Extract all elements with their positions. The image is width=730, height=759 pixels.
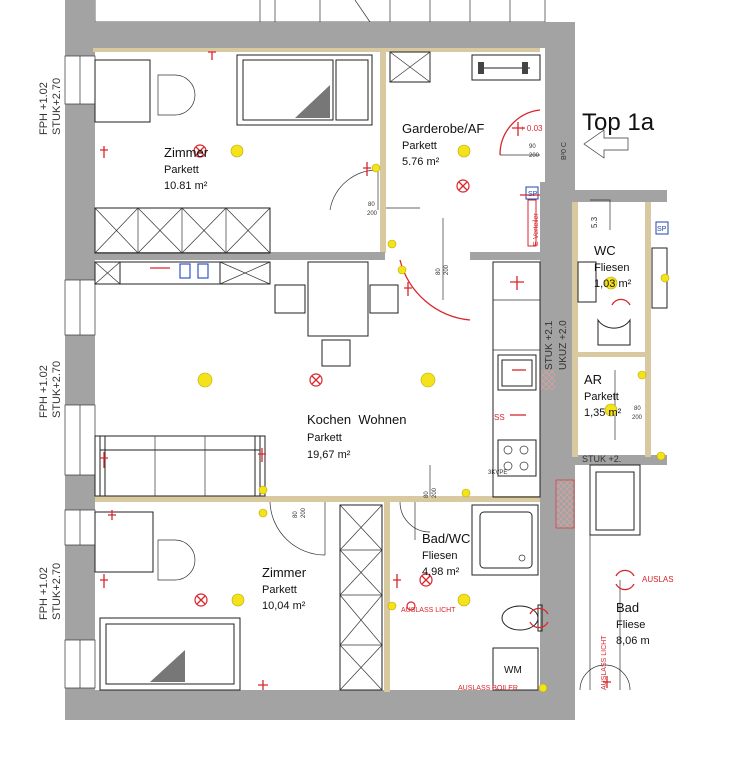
cont-label: 5.3	[590, 216, 599, 228]
svg-text:5.76 m²: 5.76 m²	[402, 156, 440, 168]
svg-text:4,98 m²: 4,98 m²	[422, 566, 460, 578]
level-stuk-2: STUK+2.70	[51, 361, 63, 418]
door-size-1: 90	[529, 144, 536, 150]
svg-text:Zimmer: Zimmer	[262, 565, 307, 580]
svg-text:10.81 m²: 10.81 m²	[164, 180, 208, 192]
annotations: + 0.03 90 200 B²0 C 80 200 80 200 80 200…	[293, 124, 674, 692]
svg-text:Kochen Wohnen: Kochen Wohnen	[307, 412, 407, 427]
electrical-outlets	[100, 51, 635, 690]
level-stuk-1: STUK+2.70	[51, 78, 63, 135]
svg-text:Parkett: Parkett	[262, 584, 297, 596]
svg-text:Parkett: Parkett	[402, 140, 437, 152]
level-stuk-lower: STUK +2.	[582, 454, 621, 464]
svg-text:19,67 m²: 19,67 m²	[307, 449, 351, 461]
bax-label: B²0 C	[561, 142, 568, 160]
svg-text:Zimmer: Zimmer	[164, 145, 209, 160]
door-size-5b: 200	[432, 487, 438, 498]
auslass-boiler: AUSLASS BOILER	[458, 685, 518, 692]
auslass-right: AUSLAS	[642, 575, 674, 584]
level-fph-1: FPH +1.02	[38, 82, 50, 135]
room-bad2: Bad Fliese 8,06 m	[616, 600, 650, 647]
door-size-2b: 200	[367, 211, 378, 217]
svg-text:Parkett: Parkett	[164, 164, 199, 176]
door-size-3: 80	[436, 268, 442, 275]
room-badwc: Bad/WC Fliesen 4,98 m²	[422, 531, 470, 578]
door-size-6: 80	[634, 406, 641, 412]
room-kochen: Kochen Wohnen Parkett 19,67 m²	[307, 412, 407, 461]
level-fph-3: FPH +1.02	[38, 567, 50, 620]
door-size-4b: 200	[301, 507, 307, 518]
svg-text:8,06 m: 8,06 m	[616, 635, 650, 647]
svg-text:Bad: Bad	[616, 600, 639, 615]
unit-label: Top 1a	[582, 109, 655, 136]
wm-label: WM	[504, 665, 522, 676]
sp-label-1: SP	[528, 191, 538, 198]
svg-text:Fliesen: Fliesen	[594, 262, 629, 274]
svg-text:AR: AR	[584, 372, 602, 387]
furniture-zimmer2	[94, 501, 383, 691]
level-markers: FPH +1.02 STUK+2.70 FPH +1.02 STUK+2.70 …	[38, 78, 621, 620]
room-garderobe: Garderobe/AF Parkett 5.76 m²	[402, 121, 484, 168]
door-size-3b: 200	[444, 264, 450, 275]
room-wc: WC Fliesen 1,03 m²	[594, 243, 632, 290]
windows	[64, 55, 96, 689]
furniture-right	[577, 129, 669, 691]
level-stuk-right: STUK +2.1	[544, 320, 555, 370]
door-size-4: 80	[293, 511, 299, 518]
walls	[65, 0, 667, 720]
svg-text:Fliese: Fliese	[616, 619, 645, 631]
level-ukuz: UKUZ +2.0	[558, 320, 569, 370]
ceiling-lights	[197, 144, 670, 693]
svg-text:Garderobe/AF: Garderobe/AF	[402, 121, 484, 136]
furniture-kochen	[94, 261, 541, 498]
svg-text:Parkett: Parkett	[307, 432, 342, 444]
auslass-licht-2: AUSLASS LICHT	[601, 635, 608, 690]
auslass-licht-1: AUSLASS LICHT	[401, 607, 456, 614]
furniture-zimmer1	[94, 54, 379, 254]
furniture-bad	[399, 501, 543, 691]
svg-text:Bad/WC: Bad/WC	[422, 531, 470, 546]
svg-text:Fliesen: Fliesen	[422, 550, 457, 562]
level-stuk-3: STUK+2.70	[51, 563, 63, 620]
door-size-2: 80	[368, 202, 375, 208]
svg-text:10,04 m²: 10,04 m²	[262, 600, 306, 612]
staircase-lines	[94, 0, 546, 23]
kvpe-label: 3KVPE	[488, 470, 507, 476]
ss-label: SS	[494, 413, 505, 422]
door-size-1b: 200	[529, 153, 540, 159]
svg-text:1,03 m²: 1,03 m²	[594, 278, 632, 290]
room-ar: AR Parkett 1,35 m²	[584, 372, 622, 419]
svg-text:WC: WC	[594, 243, 616, 258]
svg-text:1,35 m²: 1,35 m²	[584, 407, 622, 419]
door-size-6b: 200	[632, 415, 643, 421]
e-verteiler-label: E-Verteiler	[533, 213, 540, 246]
room-zimmer1: Zimmer Parkett 10.81 m²	[164, 145, 209, 192]
svg-text:Parkett: Parkett	[584, 391, 619, 403]
level-fph-2: FPH +1.02	[38, 365, 50, 418]
elevation-label: + 0.03	[520, 124, 543, 133]
door-size-5: 80	[424, 491, 430, 498]
room-zimmer2: Zimmer Parkett 10,04 m²	[262, 565, 307, 612]
sp-label-2: SP	[657, 226, 667, 233]
